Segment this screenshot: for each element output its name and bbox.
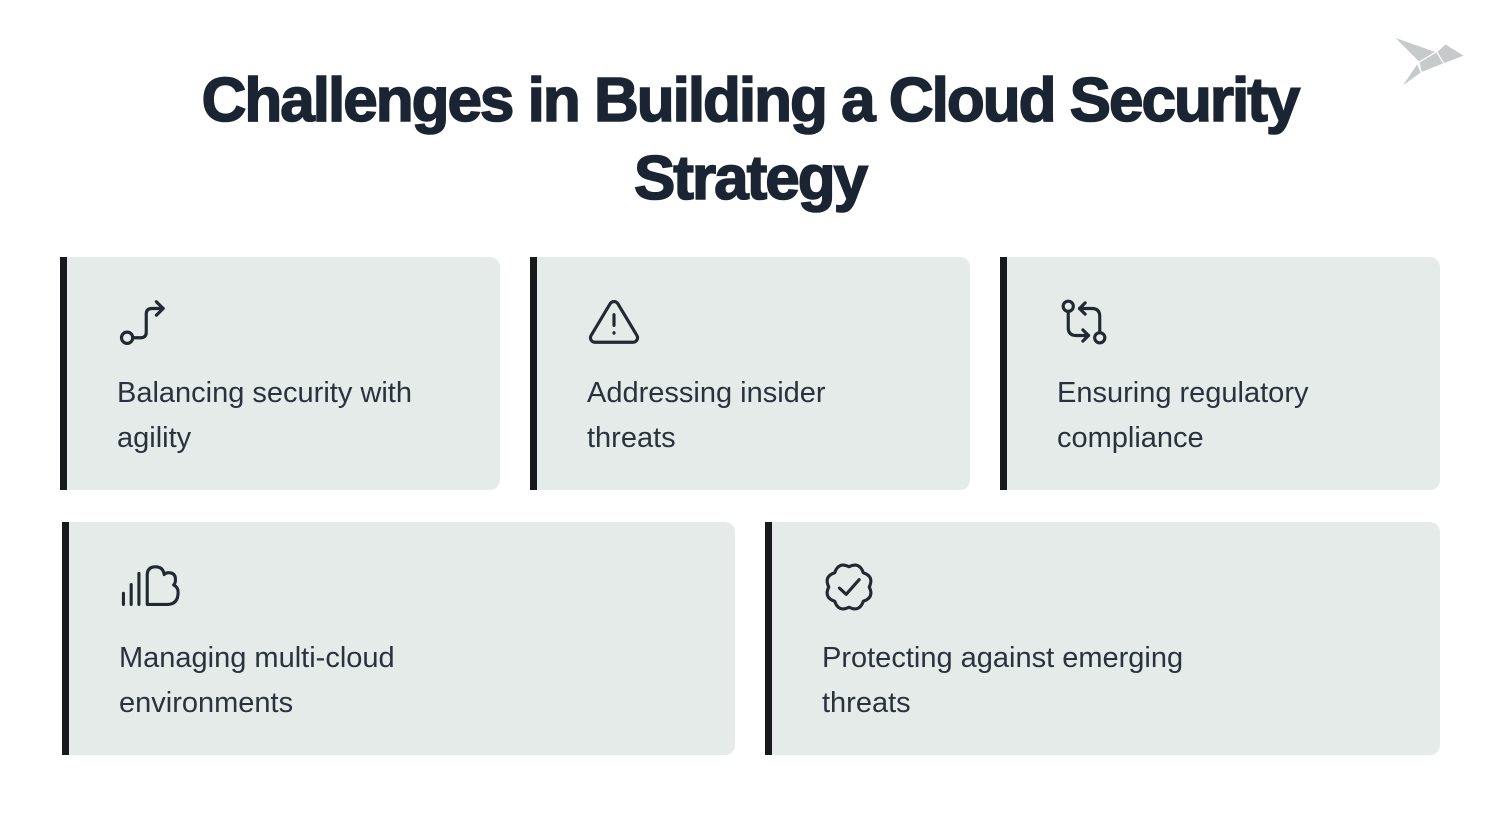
card-accent-bar (765, 522, 772, 755)
card-label: Addressing insider threats (587, 377, 826, 454)
card-row-top: Balancing security with agility Addressi… (60, 257, 1440, 490)
transfer-arrows-icon (1057, 295, 1420, 351)
challenge-card-emerging-threats: Protecting against emerging threats (765, 522, 1440, 755)
card-accent-bar (530, 257, 537, 490)
card-label: Balancing security with agility (117, 377, 412, 454)
challenge-card-insider-threats: Addressing insider threats (530, 257, 970, 490)
warning-triangle-icon (587, 295, 950, 351)
route-icon (117, 295, 480, 351)
challenge-card-regulatory-compliance: Ensuring regulatory compliance (1000, 257, 1440, 490)
card-accent-bar (62, 522, 69, 755)
cloud-bars-icon (119, 560, 715, 616)
challenge-card-balancing-security: Balancing security with agility (60, 257, 500, 490)
card-accent-bar (1000, 257, 1007, 490)
badge-check-icon (822, 560, 1420, 616)
card-label: Managing multi-cloud environments (119, 642, 395, 719)
card-accent-bar (60, 257, 67, 490)
page-title-line-2: Strategy (633, 143, 869, 214)
challenge-card-multi-cloud: Managing multi-cloud environments (62, 522, 735, 755)
card-label: Ensuring regulatory compliance (1057, 377, 1309, 454)
page-title: Challenges in Building a Cloud Security … (0, 62, 1500, 218)
origami-bird-logo (1392, 35, 1467, 89)
page-title-line-1: Challenges in Building a Cloud Security (201, 65, 1301, 136)
card-row-bottom: Managing multi-cloud environments Protec… (62, 522, 1440, 755)
card-label: Protecting against emerging threats (822, 642, 1184, 719)
